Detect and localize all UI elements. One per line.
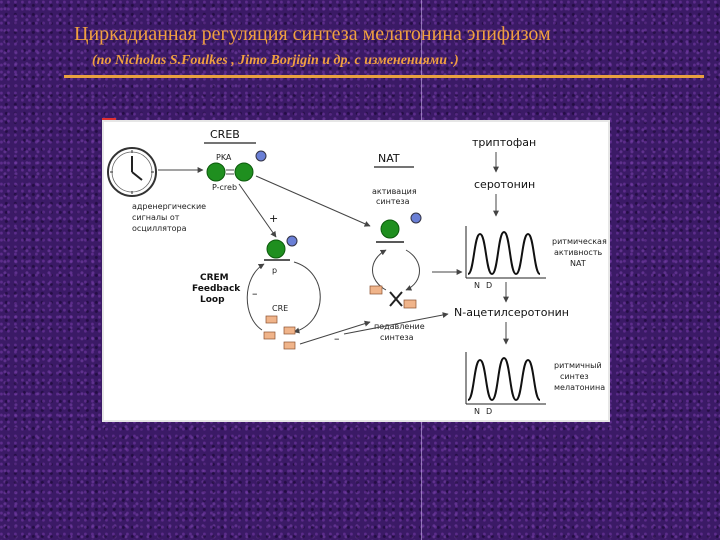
creb-node-right	[235, 163, 253, 181]
nat-label: NAT	[378, 152, 400, 165]
title-underline	[64, 75, 704, 78]
nat-activation-label-1: активация	[372, 187, 417, 196]
melatonin-regulation-diagram: адренергические сигналы от осциллятора C…	[104, 122, 608, 420]
suppression-label-2: синтеза	[380, 333, 414, 342]
crem-loop-label-3: Loop	[200, 295, 225, 305]
slide-subtitle: (по Nicholas S.Foulkes , Jimo Borjigin и…	[92, 53, 459, 69]
clock-icon	[108, 148, 156, 196]
rhythmic-activity-label-2: активность	[554, 248, 602, 257]
rhythmic-synthesis-label-2: синтез	[560, 372, 589, 381]
crem-loop-label-2: Feedback	[192, 284, 241, 294]
axis-n-label-1: N	[474, 281, 480, 290]
crem-loop-label-1: CREM	[200, 273, 229, 283]
adrenergic-label-2: сигналы от	[132, 213, 180, 222]
p-label: p	[272, 266, 277, 275]
cre-label: CRE	[272, 304, 288, 313]
plus-sign: +	[269, 212, 278, 225]
axis-d-label-1: D	[486, 281, 492, 290]
nat-activity-graph	[466, 226, 546, 278]
phosphate-dot-1	[256, 151, 266, 161]
p-creb-label: P-creb	[212, 183, 237, 192]
diagram-panel: адренергические сигналы от осциллятора C…	[102, 120, 610, 422]
rhythmic-synthesis-label-3: мелатонина	[554, 383, 605, 392]
phosphate-dot-2	[287, 236, 297, 246]
crem-node	[267, 240, 285, 258]
nat-activation-label-2: синтеза	[376, 197, 410, 206]
rhythmic-activity-label-1: ритмическая	[552, 237, 607, 246]
phosphate-dot-3	[411, 213, 421, 223]
pka-label: PKA	[216, 153, 232, 162]
creb-node-left	[207, 163, 225, 181]
creb-label: CREB	[210, 128, 240, 141]
slide-title: Циркадианная регуляция синтеза мелатонин…	[74, 23, 551, 46]
axis-d-label-2: D	[486, 407, 492, 416]
n-acetylserotonin-label: N-ацетилсеротонин	[454, 306, 569, 319]
adrenergic-label-3: осциллятора	[132, 224, 187, 233]
melatonin-synthesis-graph	[466, 352, 546, 404]
tryptophan-label: триптофан	[472, 136, 536, 149]
minus-sign-2: –	[334, 332, 340, 345]
serotonin-label: серотонин	[474, 178, 535, 191]
minus-sign-1: –	[252, 287, 258, 300]
rhythmic-activity-label-3: NAT	[570, 259, 586, 268]
adrenergic-label-1: адренергические	[132, 202, 206, 211]
rhythmic-synthesis-label-1: ритмичный	[554, 361, 602, 370]
nat-node	[381, 220, 399, 238]
axis-n-label-2: N	[474, 407, 480, 416]
